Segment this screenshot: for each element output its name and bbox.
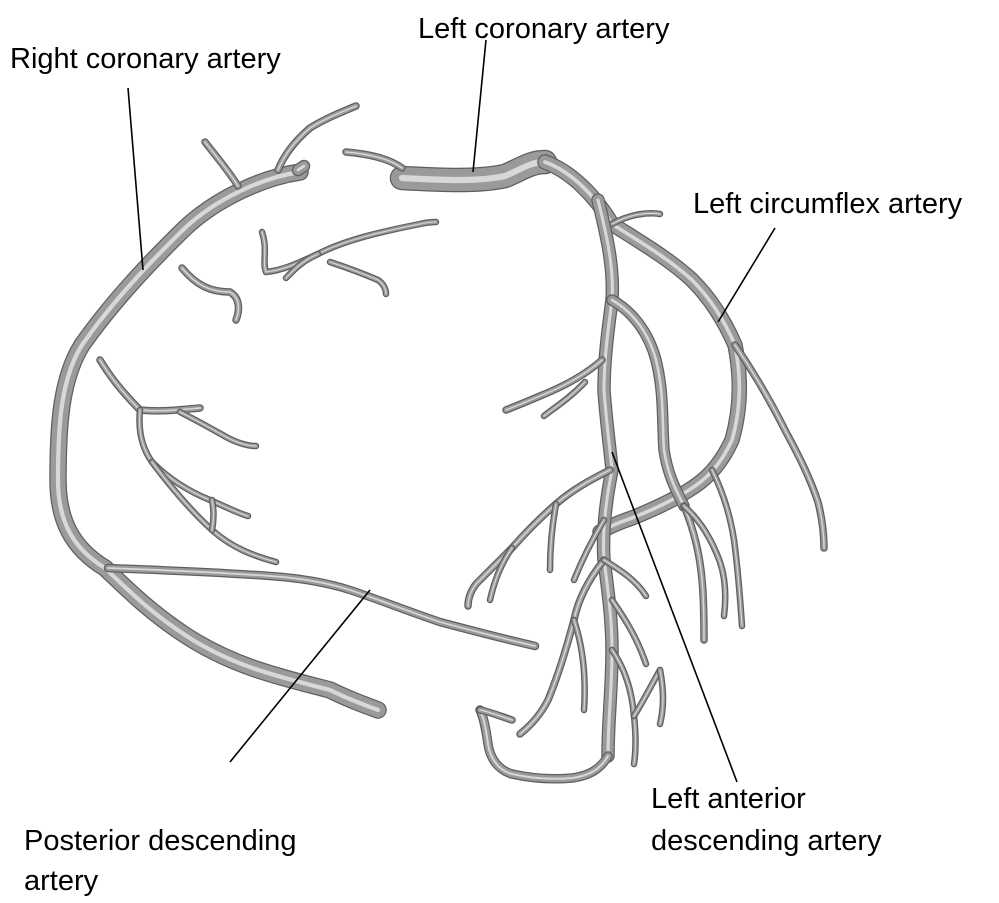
- rca-branch-6: [330, 262, 386, 294]
- right-coronary-artery-vessel-shadow: [58, 172, 378, 710]
- rca-marginal-2: [180, 412, 256, 446]
- leader-lines: [128, 40, 775, 782]
- rca-marginal-1-vessel-body: [100, 360, 200, 411]
- label-left-circumflex-artery: Left circumflex artery: [693, 183, 962, 225]
- lcx-marginal-2: [612, 213, 660, 224]
- lad-branch-6: [574, 620, 585, 710]
- rca-branch-2-vessel-shadow: [278, 106, 356, 170]
- label-left-coronary-artery: Left coronary artery: [418, 8, 669, 50]
- rca-branch-3: [182, 268, 238, 320]
- lad-branch-2: [550, 504, 556, 570]
- lad-apical-loop: [480, 710, 608, 779]
- leader-right-coronary: [128, 88, 143, 270]
- right-coronary-artery: [58, 172, 378, 710]
- rca-branch-1-vessel-shine: [205, 142, 238, 186]
- lad-septal-1: [506, 360, 602, 410]
- lad-diagonal-1: [612, 300, 684, 506]
- rca-branch-3-vessel-body: [182, 268, 238, 320]
- rca-marginal-1: [100, 360, 200, 411]
- rca-branch-2: [278, 106, 356, 170]
- rca-branch-6-vessel-body: [330, 262, 386, 294]
- rca-branch-1: [205, 142, 238, 186]
- right-coronary-artery-vessel-shine: [58, 172, 378, 710]
- rca-marginal-5: [212, 500, 214, 530]
- label-right-coronary-artery: Right coronary artery: [10, 38, 281, 80]
- lcx-marginal-1: [735, 345, 824, 548]
- rca-branch-4-vessel-shadow: [262, 222, 436, 272]
- label-left-anterior-descending-line2: descending artery: [651, 820, 882, 862]
- lad-diagonal-1-vessel-body: [612, 300, 684, 506]
- lcx-marginal-1-vessel-shadow: [735, 345, 824, 548]
- leader-left-circumflex: [718, 228, 775, 322]
- lcx-marginal-1-vessel-shine: [735, 345, 824, 548]
- right-coronary-artery-vessel-body: [58, 172, 378, 710]
- rca-proximal-stub: [298, 166, 304, 170]
- rca-branch-2-vessel-body: [278, 106, 356, 170]
- leader-left-coronary: [473, 40, 486, 172]
- left-main-stub: [346, 152, 402, 168]
- lad-branch-10: [660, 670, 663, 724]
- rca-branch-2-vessel-shine: [278, 106, 356, 170]
- lad-branch-8: [634, 670, 660, 716]
- label-posterior-descending-line2: artery: [24, 860, 98, 902]
- rca-branch-4: [262, 222, 436, 272]
- lad-branch-8-vessel-shine: [634, 670, 660, 716]
- label-left-anterior-descending-line1: Left anterior: [651, 778, 806, 820]
- label-posterior-descending-line1: Posterior descending: [24, 820, 296, 862]
- lcx-marginal-1-vessel-body: [735, 345, 824, 548]
